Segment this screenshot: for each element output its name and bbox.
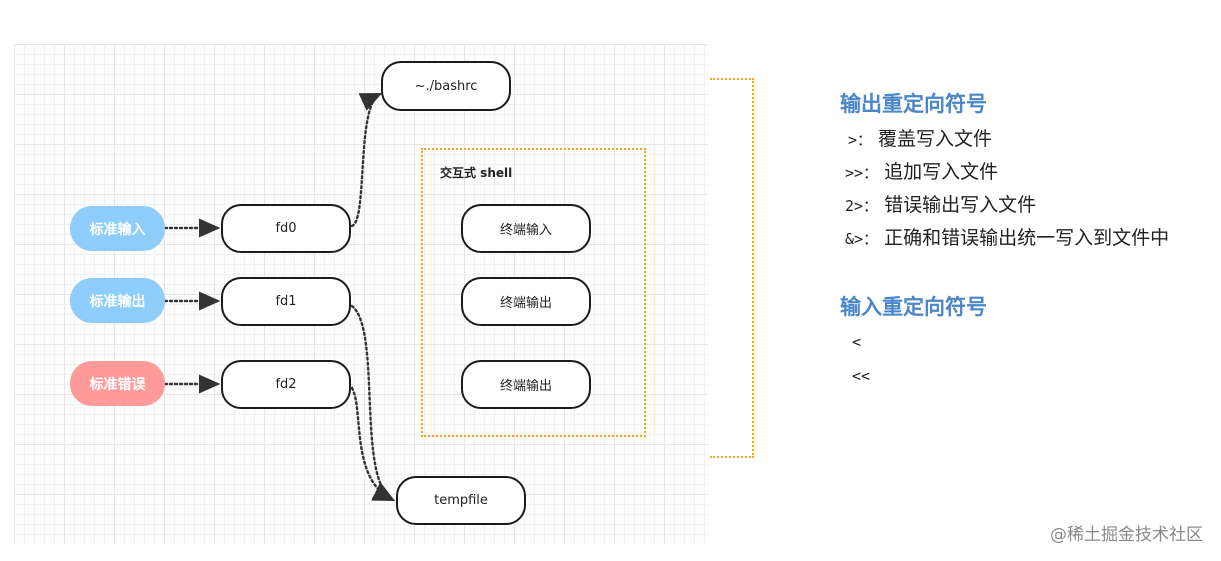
output-item: &>： 正确和错误输出统一写入到文件中: [845, 223, 1169, 250]
stderr-pill: 标准错误: [70, 361, 165, 406]
input-item-symbol: <<: [852, 367, 871, 385]
shell-bracket: [710, 78, 754, 458]
output-item-text: 正确和错误输出统一写入到文件中: [884, 227, 1170, 249]
output-item-symbol: &>：: [845, 230, 879, 248]
output-item-symbol: >：: [848, 131, 873, 149]
interactive-shell-title: 交互式 shell: [440, 166, 513, 180]
tempfile-node: tempfile: [396, 476, 526, 525]
output-item-symbol: >>：: [845, 164, 879, 182]
output-item-text: 错误输出写入文件: [884, 194, 1037, 216]
input-item: <<: [852, 364, 876, 386]
stdout-pill: 标准输出: [70, 278, 165, 323]
fd2-node: fd2: [221, 360, 351, 409]
stdin-pill: 标准输入: [70, 206, 165, 251]
input-redirect-heading: 输入重定向符号: [840, 295, 987, 319]
output-redirect-heading: 输出重定向符号: [840, 92, 987, 116]
bashrc-node: ~./bashrc: [381, 61, 511, 111]
terminal-input-node: 终端输入: [461, 204, 591, 253]
interactive-shell-group: [421, 148, 646, 437]
fd0-node: fd0: [221, 204, 351, 253]
terminal-output-node: 终端输出: [461, 277, 591, 326]
output-item: >： 覆盖写入文件: [848, 124, 992, 151]
input-item: <: [852, 330, 867, 352]
output-item: 2>： 错误输出写入文件: [845, 190, 1036, 217]
output-item: >>： 追加写入文件: [845, 157, 998, 184]
input-item-symbol: <: [852, 333, 862, 351]
fd1-node: fd1: [221, 277, 351, 326]
output-item-symbol: 2>：: [845, 197, 879, 215]
output-item-text: 追加写入文件: [884, 161, 999, 183]
watermark: @稀土掘金技术社区: [1050, 525, 1203, 545]
output-item-text: 覆盖写入文件: [878, 128, 993, 150]
terminal-output-node-2: 终端输出: [461, 360, 591, 409]
